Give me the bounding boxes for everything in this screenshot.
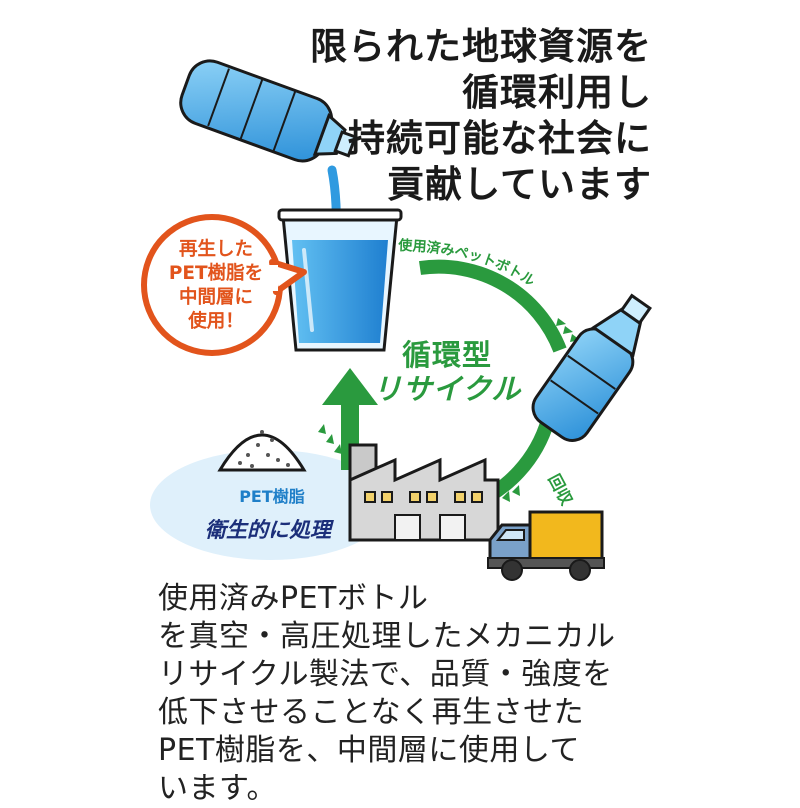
factory-icon [348, 443, 500, 542]
headline-line: 循環利用し [462, 71, 652, 114]
bottle-icon [531, 293, 652, 442]
pet-resin-label: PET樹脂 [239, 487, 305, 506]
description-line: います。 [158, 771, 277, 806]
bubble-line: PET樹脂を [168, 263, 264, 284]
cycle-title-line2: リサイクル [372, 372, 522, 406]
headline-line: 限られた地球資源を [310, 25, 652, 68]
speech-bubble [141, 214, 307, 356]
description-line: リサイクル製法で、品質・強度を [158, 657, 613, 692]
description-line: 使用済みPETボトル [158, 581, 429, 616]
description-line: 低下させることなく再生させた [158, 695, 585, 730]
headline: 限られた地球資源を 循環利用し 持続可能な社会に 貢献しています [310, 24, 652, 208]
bubble-line: 使用！ [188, 311, 244, 332]
truck-icon [487, 510, 605, 581]
headline-line: 貢献しています [387, 163, 652, 206]
headline-line: 持続可能な社会に [348, 117, 652, 160]
cycle-title-line1: 循環型 [401, 338, 492, 372]
collect-label: 回収 [544, 471, 576, 509]
description: 使用済みPETボトル を真空・高圧処理したメカニカル リサイクル製法で、品質・強… [158, 580, 678, 808]
bubble-line: 再生した [178, 239, 253, 260]
description-line: PET樹脂を、中間層に使用して [158, 733, 580, 768]
bubble-line: 中間層に [178, 287, 253, 308]
cup-icon [277, 208, 403, 352]
cycle-title: 循環型 リサイクル [352, 338, 542, 406]
bubble-text: 再生した PET樹脂を 中間層に 使用！ [146, 238, 286, 334]
background-glow [150, 450, 390, 560]
treatment-label: 衛生的に処理 [205, 518, 331, 542]
description-line: を真空・高圧処理したメカニカル [158, 619, 616, 654]
resin-pile-icon [217, 430, 307, 472]
